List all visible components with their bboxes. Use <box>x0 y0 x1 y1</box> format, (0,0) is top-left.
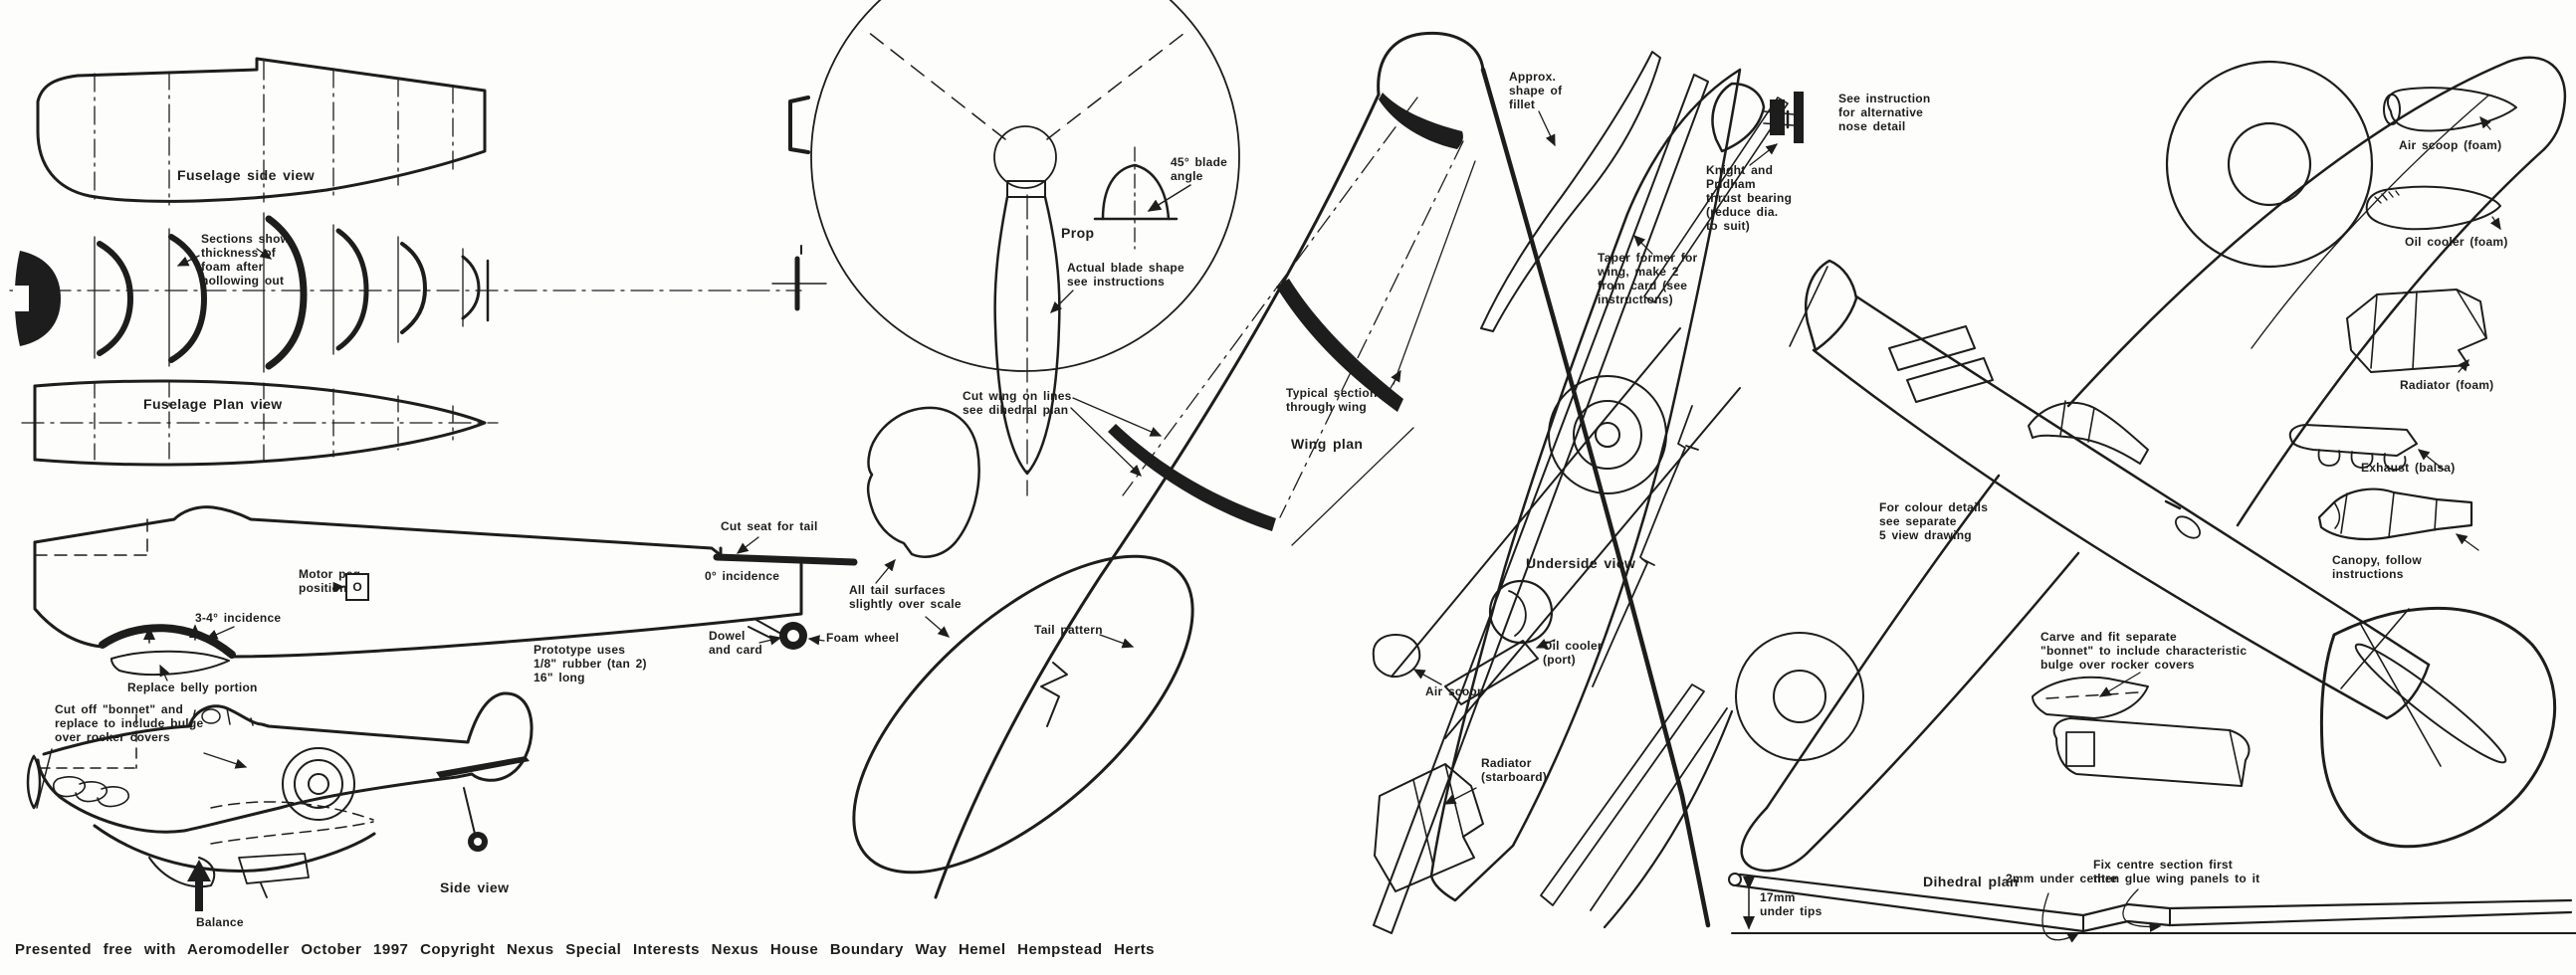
label-cut-off-bonnet: Cut off "bonnet" and replace to include … <box>55 702 204 745</box>
dihedral-plan-drawing <box>1728 873 2576 943</box>
label-foam-wheel: Foam wheel <box>826 631 900 645</box>
fuselage-plan-view-drawing <box>21 379 499 467</box>
tail-pattern-drawing <box>852 406 1194 875</box>
label-fix-centre: Fix centre section first then glue wing … <box>2093 858 2260 886</box>
label-balance: Balance <box>196 915 244 929</box>
label-blade-angle: 45° blade angle <box>1171 155 1228 184</box>
label-sections-note: Sections show thickness of foam after ho… <box>201 232 291 289</box>
label-34-incidence: 3-4° incidence <box>195 611 282 625</box>
label-0-incidence: 0° incidence <box>705 569 780 583</box>
label-exhaust-balsa: Exhaust (balsa) <box>2361 461 2456 475</box>
label-for-colour: For colour details see separate 5 view d… <box>1879 500 1989 543</box>
label-approx-fillet: Approx. shape of fillet <box>1509 70 1563 112</box>
label-tail-pattern: Tail pattern <box>1034 623 1103 637</box>
label-radiator-starboard: Radiator (starboard) <box>1481 756 1548 785</box>
label-fuselage-side-view: Fuselage side view <box>177 167 316 183</box>
prop-drawing <box>771 0 1240 496</box>
motor-peg-box: O <box>345 573 369 601</box>
label-typical-sections: Typical sections through wing <box>1286 386 1385 415</box>
label-cut-wing: Cut wing on lines see dihedral plan <box>963 389 1072 418</box>
wing-roundel <box>2165 60 2374 269</box>
foam-sections-drawing <box>9 212 802 373</box>
label-tail-surfaces: All tail surfaces slightly over scale <box>849 583 962 612</box>
underside-view-drawing <box>1372 68 1742 929</box>
label-taper-former: Taper former for wing, make 2 from card … <box>1598 251 1698 307</box>
label-replace-belly: Replace belly portion <box>127 681 258 694</box>
label-oil-cooler-port: Oil cooler (port) <box>1543 639 1603 668</box>
label-2mm-centre: 2mm under centre <box>2006 872 2118 885</box>
label-motor-peg: Motor peg position <box>299 567 360 596</box>
label-dowel-card: Dowel and card <box>709 629 763 658</box>
side-view-roundel <box>282 747 355 821</box>
label-actual-blade: Actual blade shape see instructions <box>1067 261 1184 290</box>
side-view-drawing <box>26 691 534 911</box>
label-underside-view: Underside view <box>1526 555 1636 571</box>
underside-roundel <box>1548 375 1667 494</box>
fuselage-side-view-drawing <box>36 57 487 206</box>
label-oil-cooler-foam: Oil cooler (foam) <box>2405 235 2508 249</box>
nose-detail-drawing <box>1711 82 1804 166</box>
wing-plan-drawing <box>934 31 1789 934</box>
label-prop: Prop <box>1061 225 1095 241</box>
label-dihedral-plan: Dihedral plan <box>1923 874 2019 889</box>
label-17mm-tips: 17mm under tips <box>1760 890 1823 919</box>
label-fuselage-plan-view: Fuselage Plan view <box>143 396 283 412</box>
label-carve-bonnet: Carve and fit separate "bonnet" to inclu… <box>2040 630 2248 673</box>
fuselage-profile-drawing <box>33 505 858 682</box>
parts-column-drawing <box>2288 87 2517 551</box>
label-footer: Presented free with Aeromodeller October… <box>15 941 1156 958</box>
label-wing-plan: Wing plan <box>1291 436 1364 452</box>
motor-peg-hole: O <box>352 580 362 594</box>
label-cut-seat: Cut seat for tail <box>721 519 818 533</box>
label-canopy-follow: Canopy, follow instructions <box>2332 553 2422 582</box>
three-quarter-view-drawing <box>1735 56 2567 873</box>
prop-disc <box>810 0 1240 372</box>
label-air-scoop-foam: Air scoop (foam) <box>2399 138 2502 152</box>
label-air-scoop: Air scoop <box>1425 684 1485 698</box>
label-knight-pridham: Knight and Pridham thrust bearing (reduc… <box>1706 163 1793 234</box>
label-side-view: Side view <box>440 879 510 895</box>
label-radiator-foam: Radiator (foam) <box>2400 378 2494 392</box>
label-see-instruction: See instruction for alternative nose det… <box>1838 92 1931 134</box>
label-prototype: Prototype uses 1/8" rubber (tan 2) 16" l… <box>534 643 647 685</box>
